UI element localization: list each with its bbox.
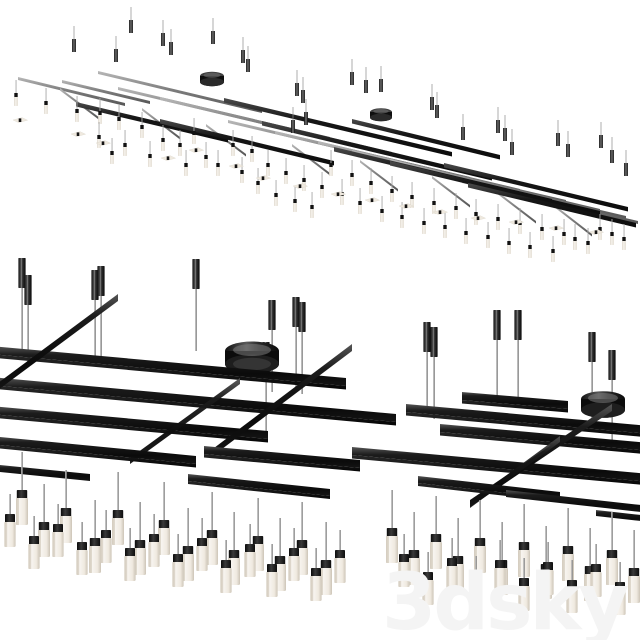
overview-canopy-2	[370, 108, 392, 122]
closeup-canopy-secondary	[581, 391, 625, 418]
overview-canopy-1	[200, 71, 224, 87]
overview-rails-main	[76, 98, 636, 228]
